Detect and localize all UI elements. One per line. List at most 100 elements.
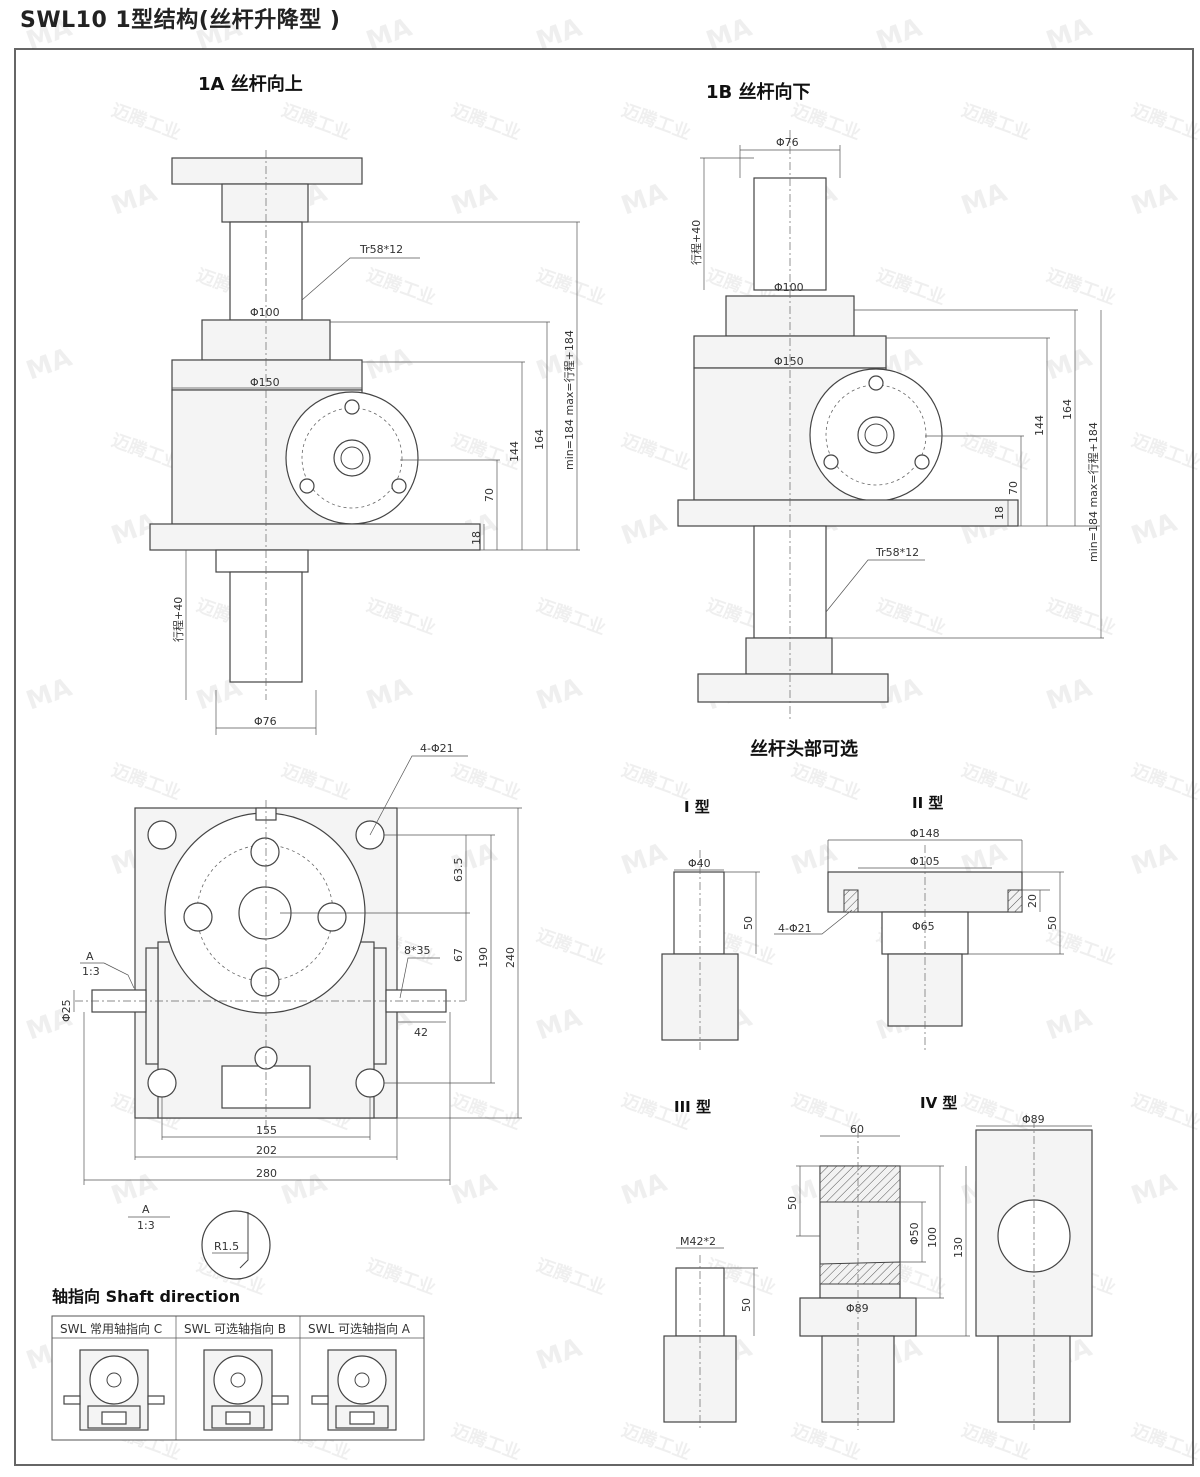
view-1b-title: 1B 丝杆向下	[706, 81, 811, 103]
watermark-company: 迈腾工业	[1044, 594, 1119, 639]
watermark-logo: MA	[1042, 343, 1095, 387]
watermark-company: 迈腾工业	[1129, 759, 1200, 804]
type3-thread: M42*2	[680, 1235, 716, 1248]
type4-d89a: Φ89	[846, 1302, 869, 1315]
watermark-logo: MA	[617, 838, 670, 882]
watermark-company: 迈腾工业	[534, 264, 609, 309]
dim-67: 67	[452, 948, 465, 962]
base-plate	[149, 523, 481, 551]
watermark-logo: MA	[362, 673, 415, 717]
watermark-logo: MA	[617, 178, 670, 222]
drawing-frame	[14, 48, 1194, 1466]
watermark-company: 迈腾工业	[449, 1089, 524, 1134]
watermark-logo: MA	[22, 13, 75, 57]
watermark-logo: MA	[362, 343, 415, 387]
watermark-logo: MA	[532, 1333, 585, 1377]
type1-d40: Φ40	[688, 857, 711, 870]
detail-radius: R1.5	[214, 1240, 239, 1253]
watermark-company: 迈腾工业	[364, 264, 439, 309]
dim-63-5: 63.5	[452, 858, 465, 883]
dim-164: 164	[533, 429, 546, 450]
dim-stroke: 行程+40	[172, 597, 185, 642]
dim-d100: Φ100	[250, 306, 280, 319]
watermark-company: 迈腾工业	[619, 1419, 694, 1464]
dim-190: 190	[477, 947, 490, 968]
dim-70: 70	[483, 488, 496, 502]
watermark-company: 迈腾工业	[959, 759, 1034, 804]
watermark-logo: MA	[1042, 13, 1095, 57]
type2-d148: Φ148	[910, 827, 940, 840]
shaft-direction-icon	[311, 1349, 397, 1431]
type4-w60: 60	[850, 1123, 864, 1136]
flange-150	[693, 335, 887, 369]
dim-144: 144	[508, 441, 521, 462]
dim-18: 18	[993, 506, 1006, 520]
watermark-company: 迈腾工业	[789, 759, 864, 804]
detail-a-label: A	[86, 950, 94, 963]
watermark-company: 迈腾工业	[534, 924, 609, 969]
watermark-company: 迈腾工业	[1129, 99, 1200, 144]
watermark-logo: MA	[532, 343, 585, 387]
shaft-col-c: SWL 常用轴指向 C	[60, 1321, 162, 1336]
watermark-company: 迈腾工业	[874, 264, 949, 309]
watermark-logo: MA	[617, 508, 670, 552]
top-plate	[171, 157, 363, 185]
thread-label: Tr58*12	[875, 546, 919, 559]
watermark-company: 迈腾工业	[279, 759, 354, 804]
type4-h50: 50	[786, 1196, 799, 1210]
watermark-logo: MA	[957, 178, 1010, 222]
detail-a-scale: 1:3	[82, 965, 100, 978]
watermark-company: 迈腾工业	[1044, 264, 1119, 309]
watermark-logo: MA	[107, 178, 160, 222]
dim-d150: Φ150	[774, 355, 804, 368]
watermark-company: 迈腾工业	[449, 759, 524, 804]
type1-stub	[673, 871, 725, 955]
watermark-logo: MA	[1127, 1168, 1180, 1212]
type2-label: II 型	[912, 794, 943, 812]
heads-title: 丝杆头部可选	[750, 738, 858, 760]
watermark-logo: MA	[532, 673, 585, 717]
dim-shaft-d: Φ25	[60, 999, 73, 1022]
bottom-plate	[697, 673, 889, 703]
shaft-col-a: SWL 可选轴指向 A	[308, 1321, 411, 1336]
dim-164: 164	[1061, 399, 1074, 420]
watermark-logo: MA	[702, 13, 755, 57]
holes-label: 4-Φ21	[420, 742, 454, 755]
type4-h130: 130	[952, 1237, 965, 1258]
type3-h50: 50	[740, 1298, 753, 1312]
watermark-company: 迈腾工业	[534, 1254, 609, 1299]
type4-d50: Φ50	[908, 1222, 921, 1245]
view-1a: 1A 丝杆向上 Tr58*12 Φ100 Φ150	[149, 73, 580, 735]
watermark-company: 迈腾工业	[619, 429, 694, 474]
watermark-company: 迈腾工业	[534, 594, 609, 639]
key-label: 8*35	[404, 944, 431, 957]
dim-d150: Φ150	[250, 376, 280, 389]
watermark-logo: MA	[1127, 178, 1180, 222]
dim-stroke: 行程+40	[690, 220, 703, 265]
watermark-logo: MA	[22, 673, 75, 717]
watermark-company: 迈腾工业	[1129, 1089, 1200, 1134]
watermark-logo: MA	[532, 13, 585, 57]
watermark-company: 迈腾工业	[1129, 429, 1200, 474]
dim-42: 42	[414, 1026, 428, 1039]
head-block	[221, 183, 309, 223]
watermark-logo: MA	[872, 13, 925, 57]
type4-d89b: Φ89	[1022, 1113, 1045, 1126]
watermark-company: 迈腾工业	[449, 1419, 524, 1464]
watermark-company: 迈腾工业	[959, 1089, 1034, 1134]
shaft-icons	[63, 1349, 397, 1431]
plan-view: 4-Φ21 240 190 63.5 67 8*35 42 Φ25 A 1:3 …	[60, 742, 522, 1185]
type1-h50: 50	[742, 916, 755, 930]
watermark-company: 迈腾工业	[279, 99, 354, 144]
dim-202: 202	[256, 1144, 277, 1157]
watermark-company: 迈腾工业	[959, 1419, 1034, 1464]
page-title: SWL10 1型结构(丝杆升降型 )	[20, 8, 341, 33]
watermark-logo: MA	[447, 1168, 500, 1212]
watermark-logo: MA	[107, 1168, 160, 1212]
watermark-logo: MA	[1127, 838, 1180, 882]
dim-280: 280	[256, 1167, 277, 1180]
dim-70: 70	[1007, 481, 1020, 495]
detail-label: A	[142, 1203, 150, 1216]
type2-h50: 50	[1046, 916, 1059, 930]
